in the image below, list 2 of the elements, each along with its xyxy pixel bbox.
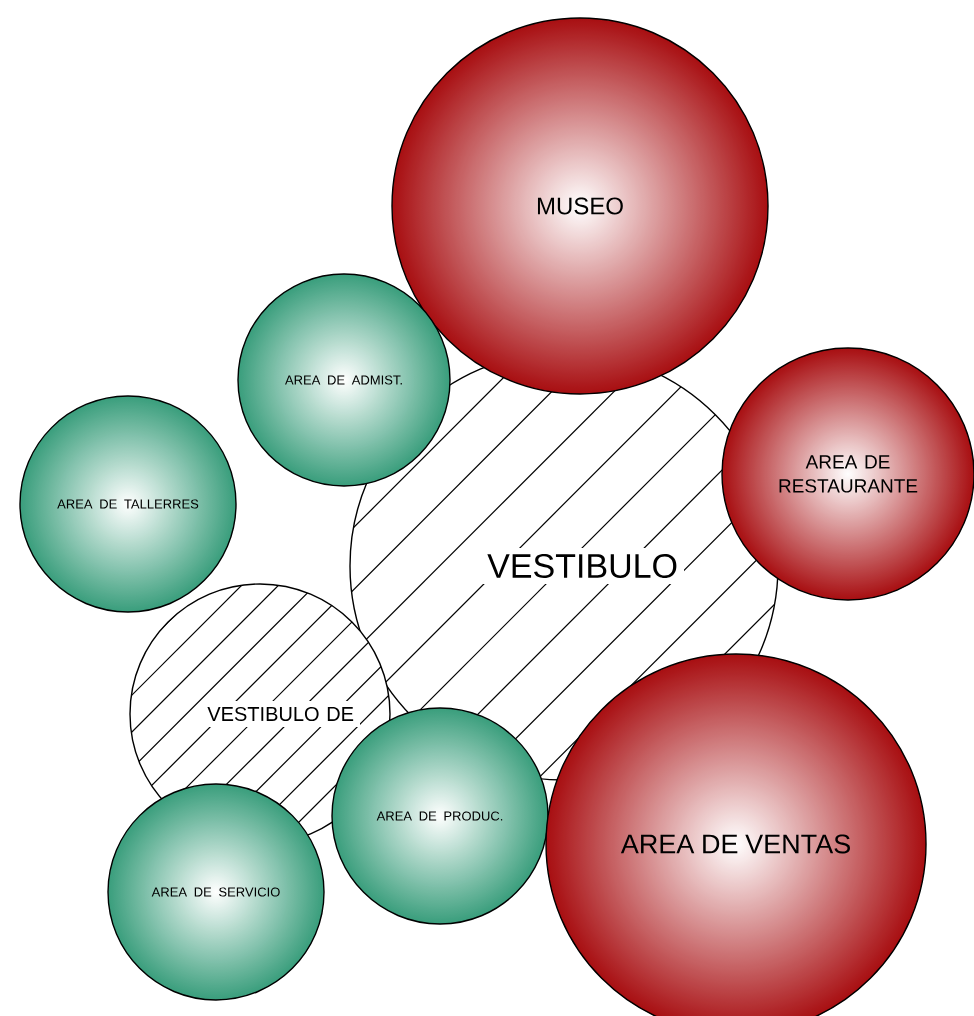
node-label: VESTIBULO DE — [207, 706, 354, 722]
main-space-bubble: AREA DE VENTAS — [545, 653, 927, 1016]
